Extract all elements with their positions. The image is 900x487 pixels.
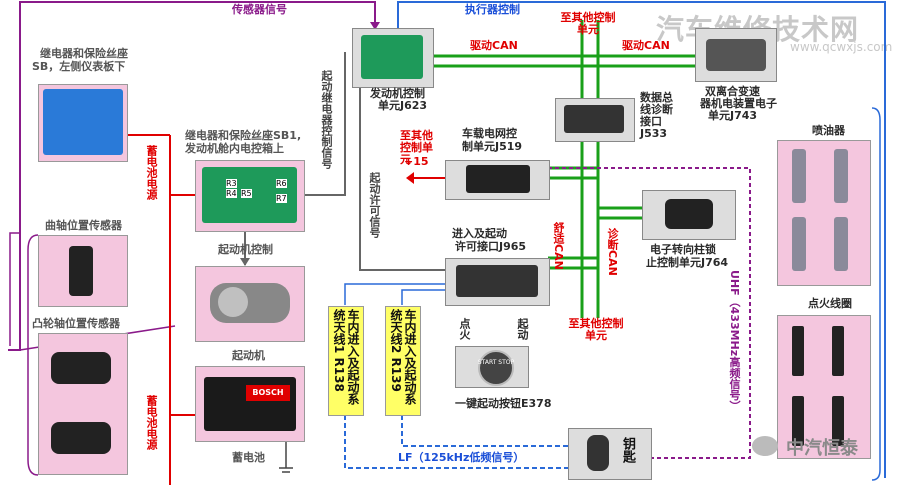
- starter-box: [195, 266, 305, 342]
- bcm-box: [445, 160, 550, 200]
- diag-can-label: 诊断CAN: [606, 228, 619, 276]
- kessy-label-1: 进入及起动: [452, 227, 507, 240]
- sensor-signal-line: [8, 1, 376, 351]
- antenna1-label: 车内进入及起动系统天线1 R138: [332, 309, 360, 405]
- start-permit-label: 起动许可信号: [368, 172, 381, 238]
- battery-brand: BOSCH: [246, 385, 290, 401]
- crank-sensor-label: 曲轴位置传感器: [45, 219, 122, 232]
- gearbox-ecu-label-2: 器机电装置电子: [700, 97, 777, 110]
- actuator-control-line: [397, 1, 886, 478]
- other-ecu-bottom-label: 至其他控制单元: [568, 317, 624, 342]
- actuator-bracket: [871, 107, 881, 481]
- uhf-label: UHF（433MHz高频信号）: [728, 270, 741, 412]
- injectors-box: [777, 140, 871, 286]
- lf-line-2: [401, 415, 568, 447]
- relay-r3: R3: [226, 179, 237, 188]
- battery-power-label-2: 蓄电池电源: [145, 395, 158, 450]
- kessy-box: [445, 258, 550, 306]
- key-box: 钥匙: [568, 428, 652, 480]
- gateway-box: [555, 98, 635, 142]
- gearbox-ecu-box: [695, 28, 777, 82]
- drive-can-label-1: 驱动CAN: [470, 39, 518, 52]
- start-button-face: START STOP: [477, 359, 515, 366]
- start-button-left-label: 点火: [458, 318, 471, 340]
- coils-box: [777, 315, 871, 459]
- starter-control-label: 起动机控制: [218, 243, 273, 256]
- injectors-label: 喷油器: [812, 124, 845, 137]
- gearbox-ecu-label-3: 单元J743: [708, 109, 758, 122]
- battery-label: 蓄电池: [232, 451, 265, 464]
- kessy-label-2: 许可接口J965: [455, 240, 527, 253]
- start-button-box: START STOP: [455, 346, 529, 388]
- steering-lock-label-1: 电子转向柱锁: [650, 243, 716, 256]
- start-button-label: 一键起动按钮E378: [455, 397, 552, 410]
- battery-box: BOSCH: [195, 366, 305, 442]
- lf-label: LF（125kHz低频信号）: [398, 451, 525, 464]
- antenna2-box: 车内进入及起动系统天线2 R139: [385, 306, 421, 416]
- cam-sensor-label: 凸轮轴位置传感器: [32, 317, 120, 330]
- steering-lock-box: [642, 190, 736, 240]
- bcm-label-1: 车载电网控: [462, 127, 517, 140]
- steering-lock-label-2: 止控制单元J764: [646, 256, 729, 269]
- gearbox-ecu-label-1: 双离合变速: [705, 85, 760, 98]
- antenna2-line: [401, 289, 445, 305]
- key-label: 钥匙: [620, 437, 635, 463]
- lf-line-1: [344, 415, 568, 469]
- battery-power-label-1: 蓄电池电源: [145, 145, 158, 200]
- uhf-line: [548, 167, 751, 459]
- starter-relay-ctrl-line: [303, 52, 346, 196]
- antenna1-line: [344, 283, 445, 305]
- sensor-bracket: [27, 234, 39, 476]
- engine-ecu-box: [352, 28, 434, 88]
- antenna1-box: 车内进入及起动系统天线1 R138: [328, 306, 364, 416]
- start-permit-line: [359, 85, 445, 271]
- relay-starter-arrow: [240, 258, 250, 266]
- bcm-label-2: 制单元J519: [462, 140, 523, 153]
- brand-badge-text: 中汽恒泰: [786, 438, 858, 459]
- antenna2-label: 车内进入及起动系统天线2 R139: [389, 309, 417, 405]
- engine-ecu-label-1: 发动机控制: [370, 87, 425, 100]
- gateway-label: 数据总线诊断接口J533: [640, 91, 673, 140]
- brand-badge: 中汽恒泰: [752, 432, 872, 462]
- watermark-url: www.qcwxjs.com: [790, 40, 893, 54]
- starter-label: 起动机: [232, 349, 265, 362]
- fuse-panel: [38, 84, 128, 162]
- drive-can-label-2: 驱动CAN: [622, 39, 670, 52]
- relay-r7: R7: [276, 194, 287, 203]
- fuse-panel-title-2: SB，左侧仪表板下: [32, 60, 126, 73]
- plus15-arrow: [406, 172, 414, 184]
- sensor-signal-branch: [9, 232, 20, 346]
- relay-box-title-1: 继电器和保险丝座SB1,: [185, 129, 302, 142]
- plus15-label: +15: [404, 155, 429, 168]
- relay-box: R3 R4 R5 R6 R7: [195, 160, 305, 232]
- relay-r4: R4: [226, 189, 237, 198]
- engine-ecu-label-2: 单元J623: [378, 99, 428, 112]
- fuse-panel-title-1: 继电器和保险丝座: [40, 47, 128, 60]
- comfort-can-label: 舒适CAN: [552, 222, 565, 270]
- start-button-right-label: 起动: [516, 318, 529, 340]
- other-ecu-left-label: 至其他控制单元: [400, 129, 433, 166]
- coils-label: 点火线圈: [808, 297, 852, 310]
- relay-r6: R6: [276, 179, 287, 188]
- actuator-control-label: 执行器控制: [465, 3, 520, 16]
- relay-r5: R5: [241, 189, 252, 198]
- chat-icon: [752, 436, 778, 456]
- crank-sensor-box: [38, 235, 128, 307]
- relay-box-title-2: 发动机舱内电控箱上: [185, 142, 284, 155]
- sensor-signal-label: 传感器信号: [232, 3, 287, 16]
- other-ecu-top-label: 至其他控制单元: [560, 11, 616, 36]
- cam-sensor-box: [38, 333, 128, 475]
- starter-relay-ctrl-label: 起动继电器控制信号: [320, 70, 333, 169]
- sensor-signal-arrow: [370, 22, 380, 30]
